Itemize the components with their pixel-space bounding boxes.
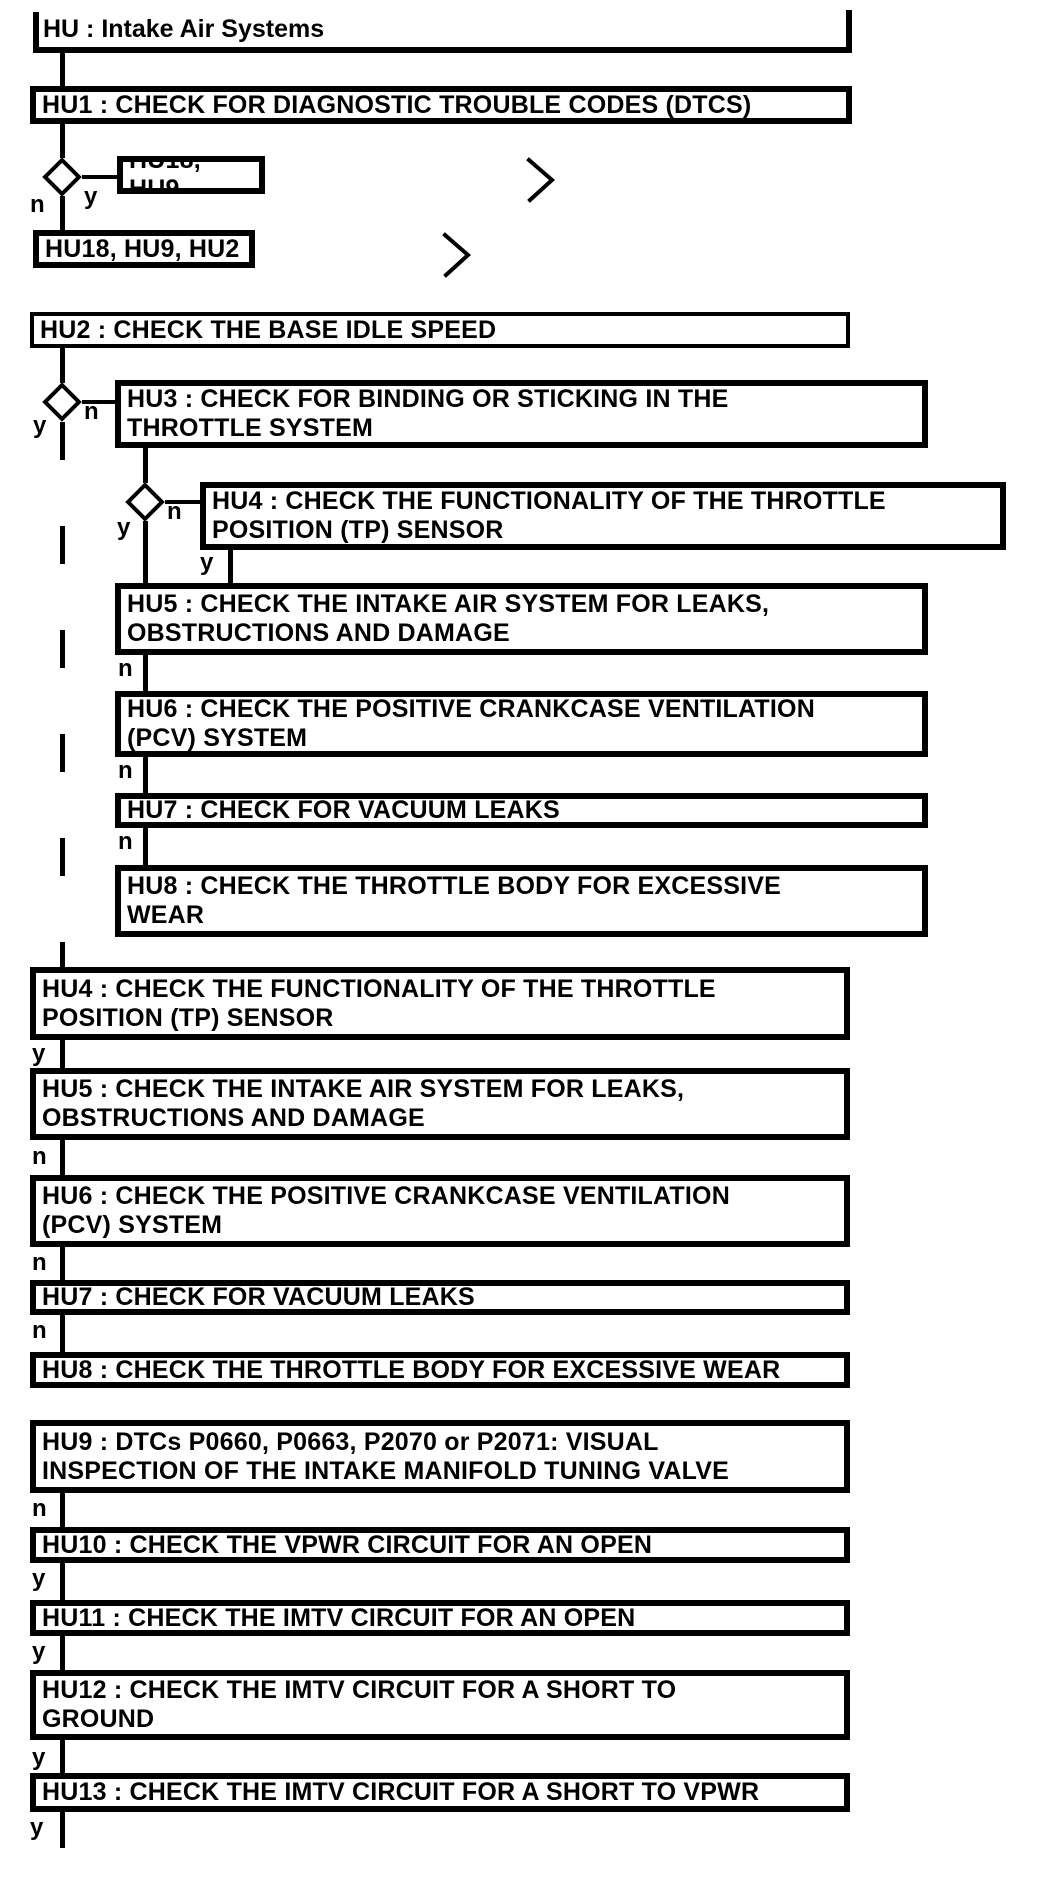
- connector-hu11-hu12: [60, 1636, 65, 1672]
- node-hu4-branch: HU4 : CHECK THE FUNCTIONALITY OF THE THR…: [200, 482, 1006, 550]
- flowchart-title-box: HU : Intake Air Systems: [33, 12, 852, 53]
- decision1-diamond: [42, 157, 82, 197]
- branch-label-yes: y: [84, 183, 98, 210]
- connector-hu6branch-hu7branch: [143, 757, 148, 793]
- connector-decision1-no: [60, 196, 65, 230]
- node-hu3: HU3 : CHECK FOR BINDING OR STICKING IN T…: [115, 380, 928, 448]
- node-hu2-label: HU2 : CHECK THE BASE IDLE SPEED: [40, 315, 497, 344]
- decision3-diamond: [125, 482, 165, 522]
- node-hu3-label: HU3 : CHECK FOR BINDING OR STICKING IN T…: [127, 385, 729, 442]
- node-hu13-label: HU13 : CHECK THE IMTV CIRCUIT FOR A SHOR…: [42, 1778, 760, 1806]
- node-hu4-label: HU4 : CHECK THE FUNCTIONALITY OF THE THR…: [42, 974, 716, 1032]
- node-hu4: HU4 : CHECK THE FUNCTIONALITY OF THE THR…: [30, 967, 850, 1040]
- node-hu6-branch-label: HU6 : CHECK THE POSITIVE CRANKCASE VENTI…: [127, 695, 815, 752]
- chevron-right-icon: [442, 232, 472, 278]
- connector-hu9-hu10: [60, 1493, 65, 1527]
- branch-label-no: n: [118, 757, 133, 784]
- connector-hu3-decision3: [143, 448, 148, 483]
- node-hu5-branch: HU5 : CHECK THE INTAKE AIR SYSTEM FOR LE…: [115, 583, 928, 655]
- branch-label-no: n: [32, 1317, 47, 1344]
- node-hu11-label: HU11 : CHECK THE IMTV CIRCUIT FOR AN OPE…: [42, 1603, 636, 1632]
- branch-label-no: n: [32, 1249, 47, 1276]
- branch-label-yes: y: [32, 1565, 46, 1592]
- node-hu5-label: HU5 : CHECK THE INTAKE AIR SYSTEM FOR LE…: [42, 1075, 685, 1132]
- node-hu1: HU1 : CHECK FOR DIAGNOSTIC TROUBLE CODES…: [30, 86, 852, 124]
- node-jump-yes-label: HU18, HU9: [129, 156, 201, 194]
- node-jump-yes: HU18, HU9: [117, 156, 265, 194]
- branch-label-no: n: [32, 1495, 47, 1522]
- node-hu10: HU10 : CHECK THE VPWR CIRCUIT FOR AN OPE…: [30, 1527, 850, 1563]
- node-hu11: HU11 : CHECK THE IMTV CIRCUIT FOR AN OPE…: [30, 1600, 850, 1636]
- node-hu9: HU9 : DTCs P0660, P0663, P2070 or P2071:…: [30, 1420, 850, 1493]
- connector-decision3-yes: [143, 521, 148, 583]
- node-hu7: HU7 : CHECK FOR VACUUM LEAKS: [30, 1280, 850, 1315]
- flowchart-title: HU : Intake Air Systems: [43, 15, 325, 43]
- connector-hu10-hu11: [60, 1563, 65, 1600]
- node-hu5-branch-label: HU5 : CHECK THE INTAKE AIR SYSTEM FOR LE…: [127, 590, 770, 647]
- branch-label-yes: y: [200, 549, 214, 576]
- branch-label-yes: y: [33, 412, 47, 439]
- connector-title-hu1: [60, 52, 65, 86]
- connector-hu13-continuation: [60, 1812, 65, 1848]
- chevron-right-icon: [526, 157, 556, 203]
- branch-label-yes: y: [30, 1814, 44, 1841]
- branch-label-no: n: [118, 655, 133, 682]
- branch-label-no: n: [167, 498, 182, 525]
- branch-label-no: n: [118, 828, 133, 855]
- node-hu6-label: HU6 : CHECK THE POSITIVE CRANKCASE VENTI…: [42, 1182, 730, 1239]
- connector-decision3-no: [165, 500, 200, 504]
- node-hu9-label: HU9 : DTCs P0660, P0663, P2070 or P2071:…: [42, 1427, 729, 1485]
- connector-decision1-yes: [82, 175, 117, 179]
- branch-label-yes: y: [32, 1638, 46, 1665]
- branch-label-yes: y: [32, 1040, 46, 1067]
- node-hu7-label: HU7 : CHECK FOR VACUUM LEAKS: [42, 1283, 475, 1311]
- connector-hu5branch-hu6branch: [143, 655, 148, 691]
- node-hu7-branch: HU7 : CHECK FOR VACUUM LEAKS: [115, 793, 928, 828]
- node-hu13: HU13 : CHECK THE IMTV CIRCUIT FOR A SHOR…: [30, 1773, 850, 1812]
- connector-hu12-hu13: [60, 1740, 65, 1773]
- connector-hu4-hu5: [60, 1040, 65, 1068]
- connector-decision2-no: [82, 400, 115, 404]
- node-hu12: HU12 : CHECK THE IMTV CIRCUIT FOR A SHOR…: [30, 1670, 850, 1740]
- connector-hu6-hu7: [60, 1247, 65, 1280]
- node-hu7-branch-label: HU7 : CHECK FOR VACUUM LEAKS: [127, 796, 560, 824]
- node-hu8-branch-label: HU8 : CHECK THE THROTTLE BODY FOR EXCESS…: [127, 872, 782, 929]
- node-jump-no-label: HU18, HU9, HU2: [45, 234, 240, 263]
- node-hu1-label: HU1 : CHECK FOR DIAGNOSTIC TROUBLE CODES…: [42, 90, 752, 119]
- decision2-diamond: [42, 382, 82, 422]
- connector-hu7-hu8: [60, 1315, 65, 1352]
- node-hu6: HU6 : CHECK THE POSITIVE CRANKCASE VENTI…: [30, 1175, 850, 1247]
- node-hu8-label: HU8 : CHECK THE THROTTLE BODY FOR EXCESS…: [42, 1355, 781, 1384]
- node-hu4-branch-label: HU4 : CHECK THE FUNCTIONALITY OF THE THR…: [212, 487, 886, 544]
- branch-label-no: n: [30, 191, 45, 218]
- connector-hu4branch-hu5branch: [228, 550, 233, 583]
- node-hu6-branch: HU6 : CHECK THE POSITIVE CRANKCASE VENTI…: [115, 691, 928, 757]
- branch-label-no: n: [84, 398, 99, 425]
- connector-hu5-hu6: [60, 1140, 65, 1175]
- node-hu2: HU2 : CHECK THE BASE IDLE SPEED: [30, 312, 850, 348]
- branch-label-yes: y: [32, 1744, 46, 1771]
- node-jump-no: HU18, HU9, HU2: [33, 230, 255, 268]
- node-hu12-label: HU12 : CHECK THE IMTV CIRCUIT FOR A SHOR…: [42, 1676, 677, 1733]
- node-hu8: HU8 : CHECK THE THROTTLE BODY FOR EXCESS…: [30, 1352, 850, 1388]
- connector-hu1-decision1: [60, 124, 65, 158]
- connector-hu7branch-hu8branch: [143, 828, 148, 865]
- connector-decision2-yes-dashed: [60, 422, 65, 967]
- branch-label-yes: y: [117, 514, 131, 541]
- node-hu10-label: HU10 : CHECK THE VPWR CIRCUIT FOR AN OPE…: [42, 1530, 653, 1559]
- branch-label-no: n: [32, 1143, 47, 1170]
- node-hu5: HU5 : CHECK THE INTAKE AIR SYSTEM FOR LE…: [30, 1068, 850, 1140]
- node-hu8-branch: HU8 : CHECK THE THROTTLE BODY FOR EXCESS…: [115, 865, 928, 937]
- title-right-tick: [846, 10, 852, 53]
- connector-hu2-decision2: [60, 348, 65, 383]
